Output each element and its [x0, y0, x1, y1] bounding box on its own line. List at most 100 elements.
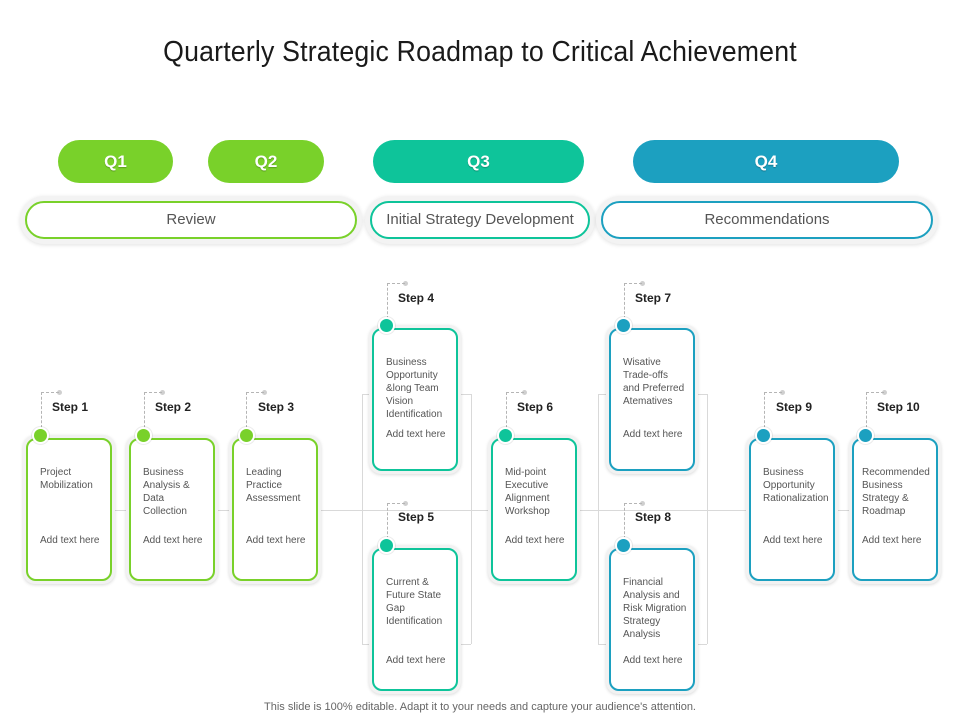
- step-5-node: [378, 537, 395, 554]
- branch-right-q3-top: [461, 394, 471, 395]
- step-1-label: Step 1: [52, 400, 89, 414]
- phase-initial-strategy: Initial Strategy Development: [365, 196, 595, 244]
- step-7-leader-v: [624, 283, 625, 319]
- phase-initial-strategy-label: Initial Strategy Development: [370, 201, 590, 239]
- step-2-leader-h: [144, 392, 162, 393]
- step-9-label: Step 9: [776, 400, 813, 414]
- step-10-card: Recommended Business Strategy & Roadmap …: [849, 435, 941, 584]
- step-8-add-text: Add text here: [623, 655, 683, 666]
- step-1-leader-h: [41, 392, 59, 393]
- step-5-add-text: Add text here: [386, 655, 446, 666]
- step-3-label: Step 3: [258, 400, 295, 414]
- step-5-label: Step 5: [398, 510, 435, 524]
- step-2-leader-v: [144, 392, 145, 428]
- branch-left-q3-vert: [362, 394, 363, 644]
- step-8-leader-v: [624, 503, 625, 539]
- step-1-leader-v: [41, 392, 42, 428]
- step-1-description: Project Mobilization: [40, 467, 93, 491]
- step-2-description: Business Analysis & Data Collection: [143, 467, 190, 517]
- page-title: Quarterly Strategic Roadmap to Critical …: [163, 36, 797, 68]
- step-10-leader-h: [866, 392, 884, 393]
- step-9-leader-h: [764, 392, 782, 393]
- step-7-label: Step 7: [635, 291, 672, 305]
- step-3-node: [238, 427, 255, 444]
- step-1-node: [32, 427, 49, 444]
- step-3-card-inner: Leading Practice Assessment Add text her…: [232, 438, 318, 581]
- step-6-leader-h: [506, 392, 524, 393]
- step-6-card: Mid-point Executive Alignment Workshop A…: [488, 435, 580, 584]
- step-6-card-inner: Mid-point Executive Alignment Workshop A…: [491, 438, 577, 581]
- step-6-leader-v: [506, 392, 507, 428]
- branch-left-q3-bottom: [362, 644, 372, 645]
- step-1-card: Project Mobilization Add text here: [23, 435, 115, 584]
- step-7-leader-dot: [640, 281, 645, 286]
- phase-review-label: Review: [25, 201, 357, 239]
- step-6-leader-dot: [522, 390, 527, 395]
- step-4-leader-dot: [403, 281, 408, 286]
- step-10-leader-dot: [882, 390, 887, 395]
- step-2-leader-dot: [160, 390, 165, 395]
- step-8-card-inner: Financial Analysis and Risk Migration St…: [609, 548, 695, 691]
- step-9-description: Business Opportunity Rationalization: [763, 467, 829, 504]
- step-4-node: [378, 317, 395, 334]
- step-7-card: Wisative Trade-offs and Preferred Atemat…: [606, 325, 698, 474]
- step-6-label: Step 6: [517, 400, 554, 414]
- step-4-card-inner: Business Opportunity &long Team Vision I…: [372, 328, 458, 471]
- step-5-leader-v: [387, 503, 388, 539]
- branch-left-q4-vert: [598, 394, 599, 644]
- step-7-leader-h: [624, 283, 642, 284]
- step-10-card-inner: Recommended Business Strategy & Roadmap …: [852, 438, 938, 581]
- step-2-card: Business Analysis & Data Collection Add …: [126, 435, 218, 584]
- step-6-node: [497, 427, 514, 444]
- step-5-description: Current & Future State Gap Identificatio…: [386, 577, 443, 627]
- step-10-label: Step 10: [877, 400, 920, 414]
- step-7-node: [615, 317, 632, 334]
- quarter-q2: Q2: [208, 140, 324, 183]
- step-6-description: Mid-point Executive Alignment Workshop: [505, 467, 550, 517]
- step-8-leader-h: [624, 503, 642, 504]
- phase-recommendations: Recommendations: [596, 196, 938, 244]
- step-4-add-text: Add text here: [386, 429, 446, 440]
- step-9-node: [755, 427, 772, 444]
- step-3-card: Leading Practice Assessment Add text her…: [229, 435, 321, 584]
- step-2-label: Step 2: [155, 400, 192, 414]
- step-6-add-text: Add text here: [505, 535, 565, 546]
- step-3-leader-dot: [262, 390, 267, 395]
- step-10-leader-v: [866, 392, 867, 428]
- phase-recommendations-label: Recommendations: [601, 201, 933, 239]
- step-5-leader-h: [387, 503, 405, 504]
- quarter-q3: Q3: [373, 140, 584, 183]
- step-8-label: Step 8: [635, 510, 672, 524]
- step-4-description: Business Opportunity &long Team Vision I…: [386, 357, 443, 420]
- step-8-description: Financial Analysis and Risk Migration St…: [623, 577, 687, 640]
- footer-note: This slide is 100% editable. Adapt it to…: [264, 701, 696, 713]
- quarter-q1: Q1: [58, 140, 173, 183]
- branch-right-q3-bottom: [461, 644, 471, 645]
- step-7-card-inner: Wisative Trade-offs and Preferred Atemat…: [609, 328, 695, 471]
- step-9-leader-dot: [780, 390, 785, 395]
- timeline-line: [30, 510, 940, 511]
- phase-review: Review: [20, 196, 362, 244]
- step-5-card: Current & Future State Gap Identificatio…: [369, 545, 461, 694]
- step-9-card: Business Opportunity Rationalization Add…: [746, 435, 838, 584]
- quarter-q4: Q4: [633, 140, 899, 183]
- step-10-add-text: Add text here: [862, 535, 922, 546]
- step-4-leader-v: [387, 283, 388, 319]
- step-9-leader-v: [764, 392, 765, 428]
- step-7-add-text: Add text here: [623, 429, 683, 440]
- step-4-card: Business Opportunity &long Team Vision I…: [369, 325, 461, 474]
- step-10-description: Recommended Business Strategy & Roadmap: [862, 467, 930, 517]
- branch-left-q4-top: [598, 394, 608, 395]
- step-3-description: Leading Practice Assessment: [246, 467, 301, 504]
- step-8-card: Financial Analysis and Risk Migration St…: [606, 545, 698, 694]
- step-2-card-inner: Business Analysis & Data Collection Add …: [129, 438, 215, 581]
- step-2-add-text: Add text here: [143, 535, 203, 546]
- step-5-leader-dot: [403, 501, 408, 506]
- step-5-card-inner: Current & Future State Gap Identificatio…: [372, 548, 458, 691]
- step-10-node: [857, 427, 874, 444]
- step-1-add-text: Add text here: [40, 535, 100, 546]
- branch-right-q4-vert: [707, 394, 708, 644]
- step-1-card-inner: Project Mobilization Add text here: [26, 438, 112, 581]
- branch-right-q3-vert: [471, 394, 472, 644]
- step-2-node: [135, 427, 152, 444]
